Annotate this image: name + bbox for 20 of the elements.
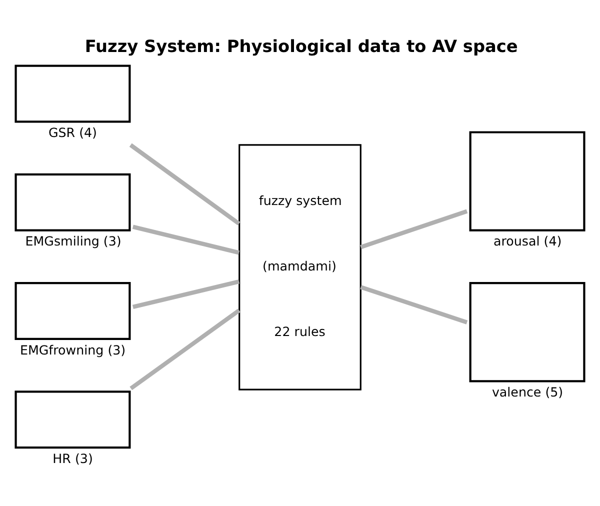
node-box xyxy=(14,390,131,449)
connector xyxy=(132,224,240,255)
node-label: GSR (4) xyxy=(48,125,97,140)
node-box xyxy=(14,173,131,232)
node-label: EMGfrowning (3) xyxy=(20,342,126,358)
diagram-title: Fuzzy System: Physiological data to AV space xyxy=(84,36,518,56)
node-box xyxy=(469,282,586,382)
connector xyxy=(132,280,240,309)
node-label: valence (5) xyxy=(492,384,564,400)
node-label: arousal (4) xyxy=(494,234,562,249)
node-box xyxy=(14,64,131,123)
node-box xyxy=(14,282,131,340)
connector xyxy=(130,308,240,390)
connector xyxy=(129,143,240,226)
node-label: HR (3) xyxy=(52,450,93,466)
node-box: fuzzy system (mamdami) 22 rules xyxy=(238,144,362,390)
connector xyxy=(360,209,468,250)
node-box xyxy=(469,131,586,232)
node-label: EMGsmiling (3) xyxy=(25,234,122,249)
connector xyxy=(360,285,468,324)
